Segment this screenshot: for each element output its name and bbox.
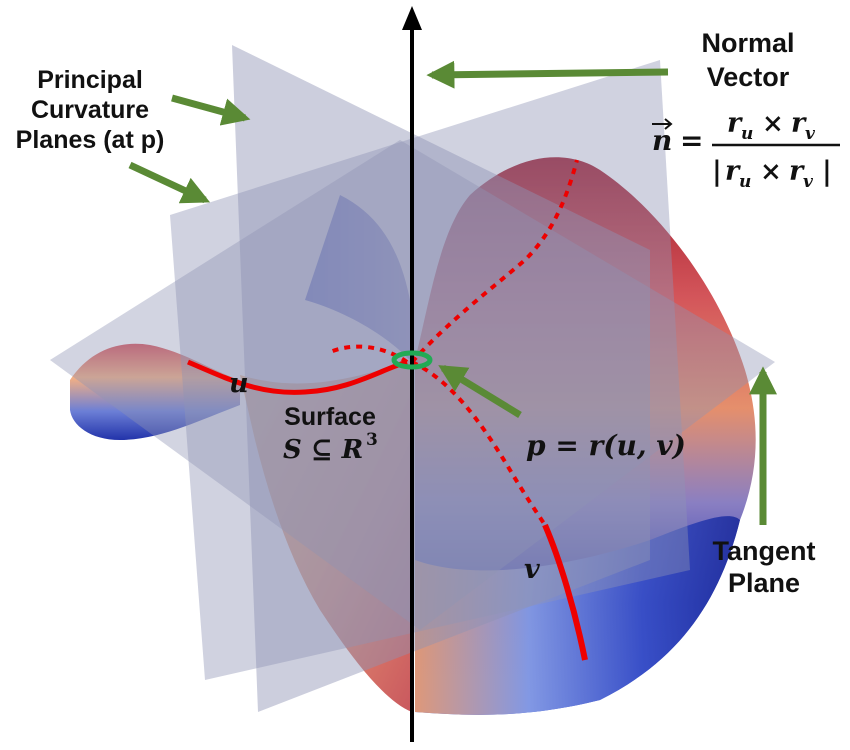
curve-v-dashed-lower (411, 360, 547, 527)
normal-vector-label: Normal Vector (701, 28, 794, 92)
normal-line-1: Normal (701, 28, 794, 58)
curve-u-label: u (229, 368, 249, 399)
num-r2: r (791, 108, 807, 139)
tangent-plane-label: Tangent Plane (713, 536, 816, 598)
normal-arrow (426, 60, 669, 89)
den-times: × (760, 157, 782, 187)
den-sub2: v (803, 172, 814, 192)
den-r1: r (725, 156, 741, 187)
den-r2: r (789, 156, 805, 187)
pointer-arrows (128, 60, 777, 525)
normal-axis (402, 6, 422, 742)
num-r1: r (727, 108, 743, 139)
normal-formula: n = r u × r v | r u × r v | (652, 108, 840, 192)
curve-u-dashed (329, 344, 409, 364)
formula-numerator: r u × r v (727, 108, 816, 144)
surface-curves (187, 159, 588, 661)
principal-line-3: Planes (at p) (16, 126, 165, 154)
surface-set: S ⊆ R (283, 435, 363, 465)
curve-v-label: v (524, 554, 540, 585)
tangent-line-2: Plane (728, 568, 800, 598)
surface-back-fold (305, 195, 410, 360)
point-p-marker (391, 350, 433, 370)
planes (50, 45, 775, 712)
principal-arrow-1 (171, 94, 251, 126)
principal-plane-2 (170, 60, 690, 680)
den-sub1: u (739, 172, 751, 192)
den-open: | (712, 156, 722, 187)
point-label: p = r(u, v) (526, 429, 686, 462)
formula-vector-arrow (652, 118, 673, 130)
normal-line-2: Vector (707, 62, 790, 92)
principal-line-2: Curvature (31, 96, 149, 124)
principal-label: Principal Curvature Planes (at p) (16, 66, 165, 154)
den-close: | (822, 156, 832, 187)
curve-v-solid (542, 523, 588, 661)
formula-equals: = (680, 124, 703, 157)
num-sub2: v (805, 124, 816, 144)
normal-axis-arrowhead (402, 6, 422, 30)
num-times: × (762, 109, 784, 139)
surface-front-face (240, 360, 412, 712)
tangent-line-1: Tangent (713, 536, 816, 566)
curve-u-solid (187, 359, 408, 395)
surface-word: Surface (284, 403, 376, 431)
point-arrow (438, 365, 522, 418)
surface-set-exponent: 3 (366, 430, 378, 450)
principal-line-1: Principal (37, 66, 143, 94)
surface-label: Surface S ⊆ R 3 (283, 403, 378, 465)
formula-lhs: n (652, 124, 672, 157)
formula-denominator: | r u × r v | (712, 156, 832, 192)
principal-arrow-2 (128, 161, 211, 204)
num-sub1: u (741, 124, 753, 144)
